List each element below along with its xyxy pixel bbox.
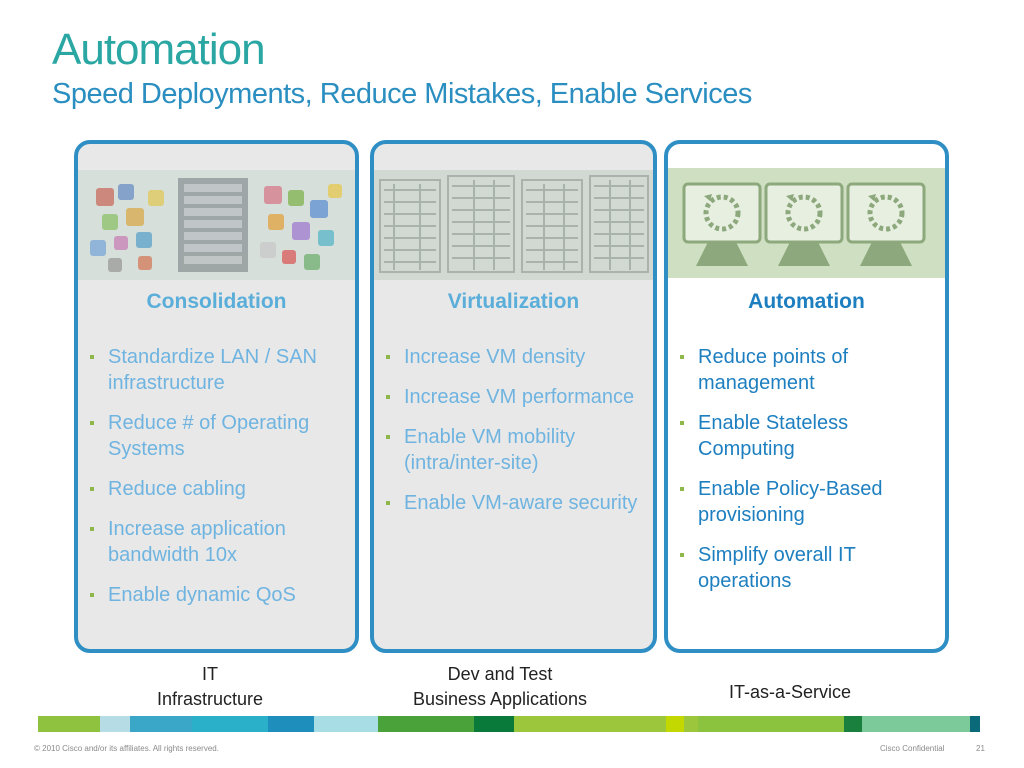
consolidation-heading: Consolidation (146, 290, 287, 313)
list-item: Increase application bandwidth 10x (88, 516, 347, 568)
color-strip (38, 716, 986, 732)
confidential-text: Cisco Confidential (880, 744, 945, 753)
list-item: Enable Policy-Based provisioning (678, 476, 937, 528)
automation-bullet-list: Reduce points of management Enable State… (678, 344, 937, 608)
strip-segment (378, 716, 474, 732)
caption-dev-and-test: Dev and Test Business Applications (412, 664, 588, 709)
list-item: Enable Stateless Computing (678, 410, 937, 462)
bullet-icon (680, 421, 684, 425)
bullet-icon (680, 355, 684, 359)
virtualization-panel: Virtualization Increase VM density Incre… (370, 140, 657, 653)
strip-segment (192, 716, 268, 732)
bullet-icon (680, 553, 684, 557)
bullet-icon (90, 421, 94, 425)
list-item: Reduce points of management (678, 344, 937, 396)
virtualization-bullet-list: Increase VM density Increase VM performa… (384, 344, 645, 530)
caption-it-infrastructure: IT Infrastructure (156, 664, 264, 709)
list-item: Enable dynamic QoS (88, 582, 347, 608)
list-item: Increase VM density (384, 344, 645, 370)
caption-it-as-a-service: IT-as-a-Service (728, 682, 852, 702)
page-number: 21 (976, 744, 985, 753)
strip-segment (514, 716, 666, 732)
bullet-icon (386, 395, 390, 399)
consolidation-image (78, 170, 355, 280)
consolidation-panel: Consolidation Standardize LAN / SAN infr… (74, 140, 359, 653)
strip-segment (862, 716, 970, 732)
bullet-icon (386, 435, 390, 439)
strip-segment (268, 716, 314, 732)
list-item: Simplify overall IT operations (678, 542, 937, 594)
bullet-icon (90, 527, 94, 531)
list-item: Reduce cabling (88, 476, 347, 502)
bullet-icon (386, 501, 390, 505)
virtualization-image (374, 170, 653, 280)
strip-segment (100, 716, 130, 732)
copyright-text: © 2010 Cisco and/or its affiliates. All … (34, 744, 219, 753)
strip-segment (130, 716, 192, 732)
strip-segment (666, 716, 684, 732)
list-item: Enable VM mobility (intra/inter-site) (384, 424, 645, 476)
strip-segment (684, 716, 698, 732)
strip-segment (970, 716, 980, 732)
list-item: Reduce # of Operating Systems (88, 410, 347, 462)
consolidation-bullet-list: Standardize LAN / SAN infrastructure Red… (88, 344, 347, 622)
automation-panel: Automation Reduce points of management E… (664, 140, 949, 653)
list-item: Enable VM-aware security (384, 490, 645, 516)
bullet-icon (90, 355, 94, 359)
bullet-icon (90, 487, 94, 491)
strip-segment (314, 716, 378, 732)
strip-segment (474, 716, 514, 732)
list-item: Standardize LAN / SAN infrastructure (88, 344, 347, 396)
strip-segment (844, 716, 862, 732)
virtualization-heading: Virtualization (447, 290, 580, 313)
automation-heading: Automation (748, 290, 865, 313)
bullet-icon (680, 487, 684, 491)
page-title: Automation (52, 25, 266, 74)
automation-image (668, 168, 945, 278)
strip-segment (698, 716, 844, 732)
page-subtitle: Speed Deployments, Reduce Mistakes, Enab… (52, 78, 752, 110)
list-item: Increase VM performance (384, 384, 645, 410)
strip-segment (38, 716, 100, 732)
bullet-icon (90, 593, 94, 597)
bullet-icon (386, 355, 390, 359)
